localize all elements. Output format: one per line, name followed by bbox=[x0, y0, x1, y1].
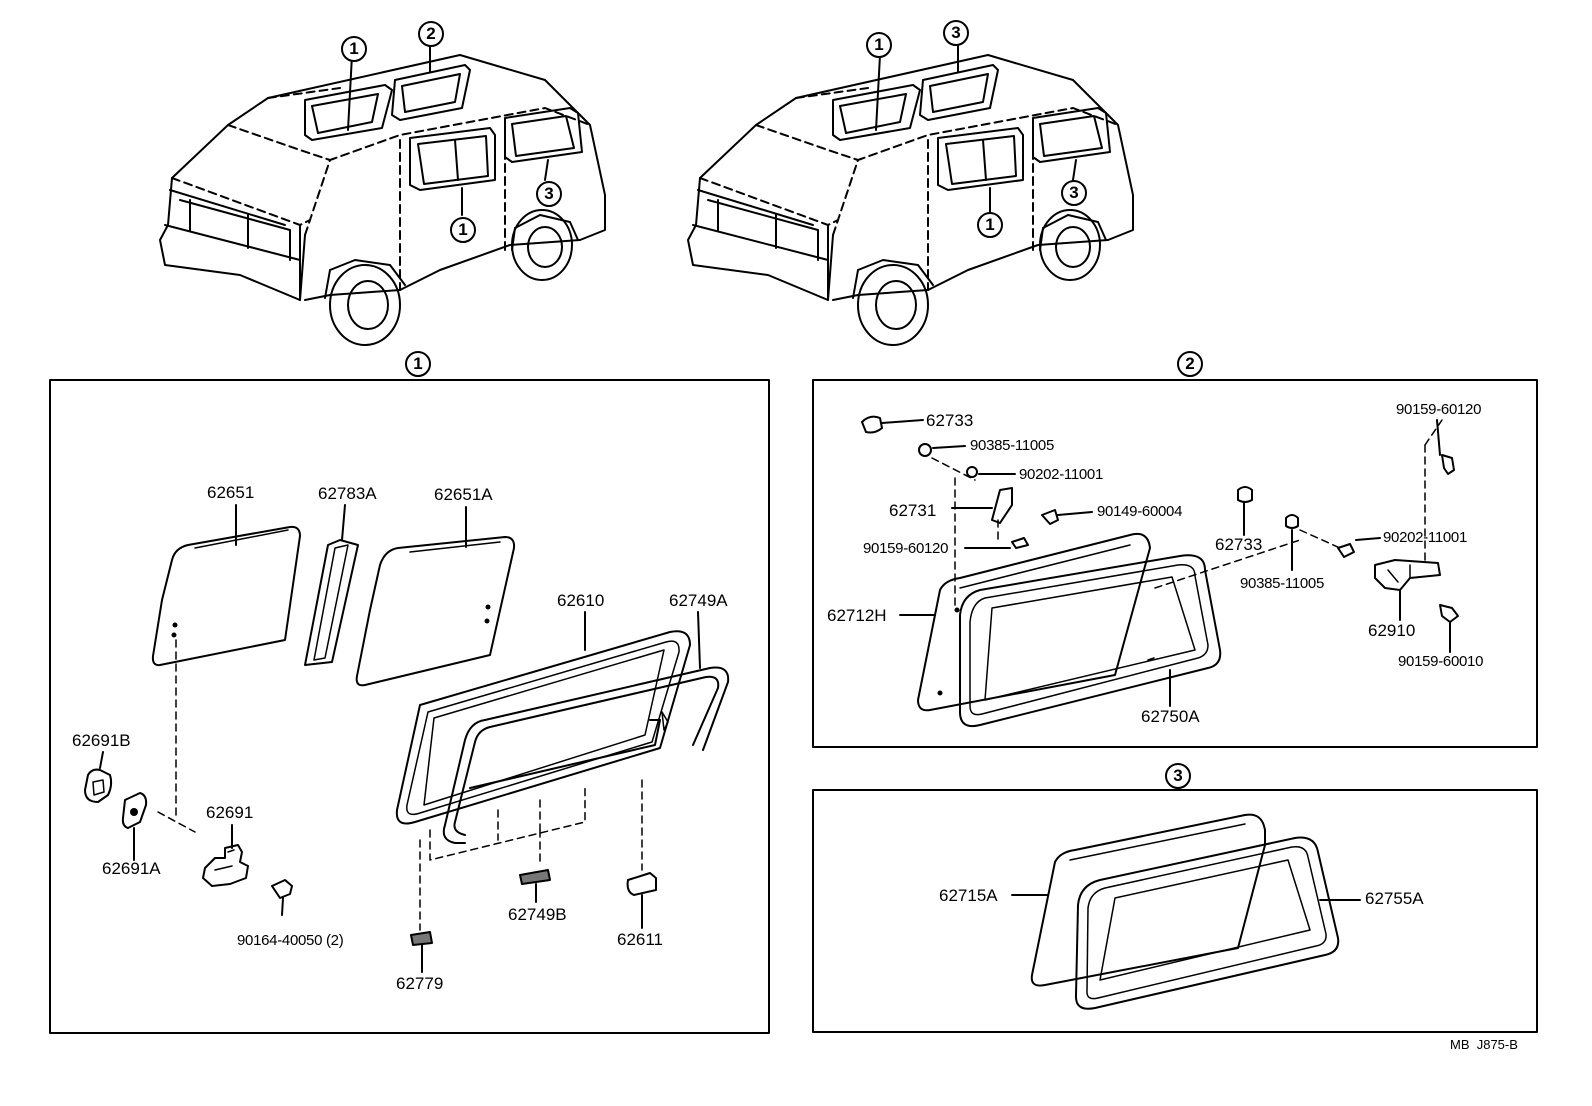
part-label-90202-11001-top: 90202-11001 bbox=[1019, 466, 1104, 483]
part-label-62712H: 62712H bbox=[827, 606, 887, 625]
part-label-62691: 62691 bbox=[206, 803, 254, 822]
part-label-62691B: 62691B bbox=[72, 731, 131, 750]
part-label-90164-40050: 90164-40050 (2) bbox=[237, 932, 344, 949]
section-1-frame bbox=[49, 379, 770, 1034]
part-label-62749A: 62749A bbox=[669, 591, 728, 610]
section-2-marker: 2 bbox=[1177, 351, 1203, 377]
part-label-62750A: 62750A bbox=[1141, 707, 1200, 726]
van-illustration-right bbox=[687, 44, 1134, 346]
van-illustration-left bbox=[159, 44, 606, 346]
callout-marker-1-left-roof: 1 bbox=[341, 36, 367, 62]
callout-marker-1-left-side: 1 bbox=[450, 217, 476, 243]
callout-marker-1-right-side: 1 bbox=[977, 212, 1003, 238]
callout-marker-3-right-roof: 3 bbox=[943, 20, 969, 46]
part-label-90385-11005-middle: 90385-11005 bbox=[1240, 575, 1325, 592]
part-label-62779: 62779 bbox=[396, 974, 444, 993]
part-label-62651: 62651 bbox=[207, 483, 255, 502]
section-3-parts bbox=[1011, 813, 1361, 1010]
part-label-90159-60010: 90159-60010 bbox=[1398, 653, 1484, 670]
callout-marker-1-right-roof: 1 bbox=[866, 32, 892, 58]
section-2-parts bbox=[861, 415, 1459, 728]
part-label-62691A: 62691A bbox=[102, 859, 161, 878]
part-label-62755A: 62755A bbox=[1365, 889, 1424, 908]
part-label-62651A: 62651A bbox=[434, 485, 493, 504]
part-label-90149-60004: 90149-60004 bbox=[1097, 503, 1183, 520]
part-label-62611: 62611 bbox=[617, 930, 664, 949]
part-label-62783A: 62783A bbox=[318, 484, 377, 503]
part-label-62733-top: 62733 bbox=[926, 411, 974, 430]
section-2-frame bbox=[812, 379, 1538, 748]
part-label-90202-11001-right: 90202-11001 bbox=[1383, 529, 1468, 546]
callout-marker-3-left-side: 3 bbox=[536, 181, 562, 207]
diagram-reference-code: MB J875-B bbox=[1450, 1037, 1518, 1052]
part-label-90385-11005-top: 90385-11005 bbox=[970, 437, 1055, 454]
part-label-62610: 62610 bbox=[557, 591, 605, 610]
section-3-frame bbox=[812, 789, 1538, 1033]
part-label-90159-60120-right: 90159-60120 bbox=[1396, 401, 1482, 418]
callout-marker-3-right-side: 3 bbox=[1061, 180, 1087, 206]
section-1-parts bbox=[84, 504, 730, 973]
callout-marker-2-left-roof: 2 bbox=[418, 21, 444, 47]
part-label-62910: 62910 bbox=[1368, 621, 1416, 640]
part-label-62731: 62731 bbox=[889, 501, 937, 520]
part-label-62749B: 62749B bbox=[508, 905, 567, 924]
section-1-marker: 1 bbox=[405, 351, 431, 377]
part-label-62733-middle: 62733 bbox=[1215, 535, 1263, 554]
part-label-62715A: 62715A bbox=[939, 886, 998, 905]
part-label-90159-60120-left: 90159-60120 bbox=[863, 540, 949, 557]
section-3-marker: 3 bbox=[1165, 763, 1191, 789]
